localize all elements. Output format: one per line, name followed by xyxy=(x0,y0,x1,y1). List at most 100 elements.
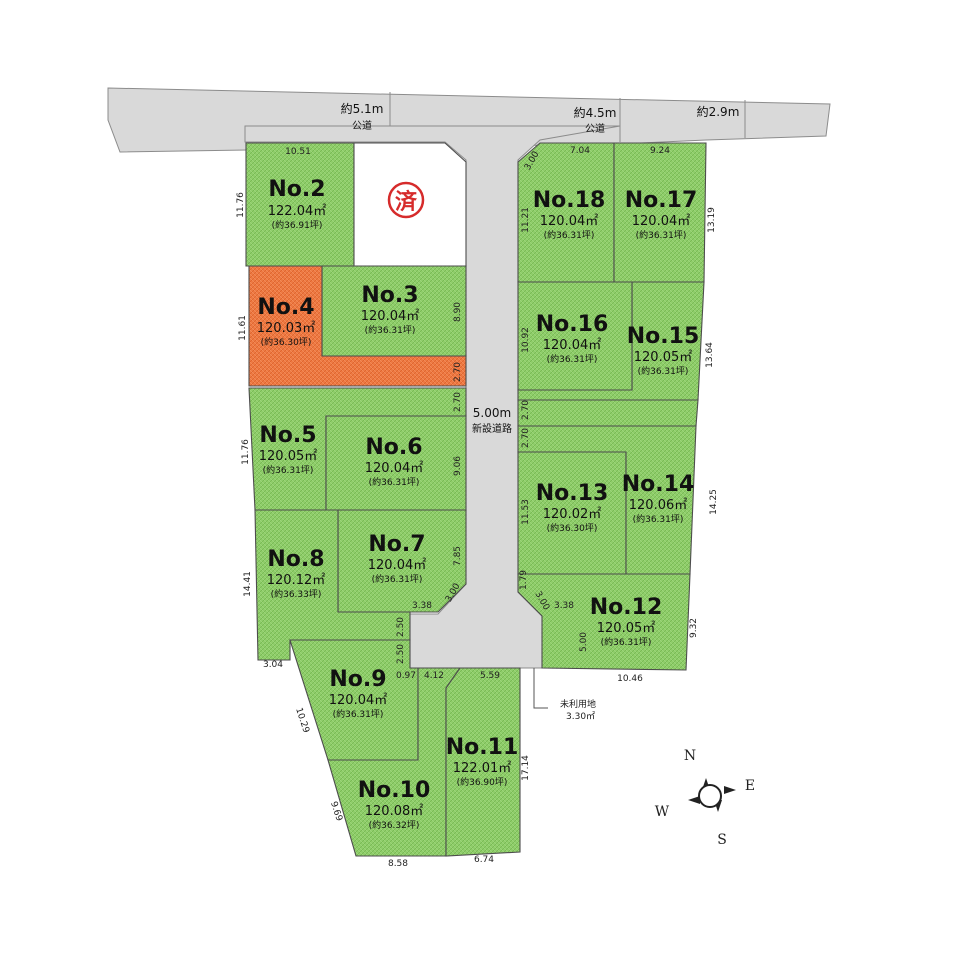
dim-label: 10.92 xyxy=(521,327,531,353)
dim-label: 13.19 xyxy=(707,207,717,233)
dim-label: 10.46 xyxy=(617,674,643,684)
svg-text:(約36.31坪): (約36.31坪) xyxy=(333,708,384,720)
dim-label: 3.04 xyxy=(263,660,283,670)
svg-text:(約36.33坪): (約36.33坪) xyxy=(271,588,322,600)
dim-label: 1.79 xyxy=(519,570,529,590)
svg-text:No.18: No.18 xyxy=(533,188,606,213)
dim-label: 9.06 xyxy=(453,456,463,476)
svg-text:(約36.30坪): (約36.30坪) xyxy=(547,522,598,534)
lot-2-label: No.2 122.04㎡(約36.91坪) xyxy=(268,177,327,231)
lot-11[interactable] xyxy=(445,667,521,857)
dim-label: 8.90 xyxy=(453,302,463,322)
svg-text:120.12㎡: 120.12㎡ xyxy=(267,573,326,588)
lot-18[interactable] xyxy=(517,142,615,283)
dim-label: 5.59 xyxy=(480,671,500,681)
dim-label: 5.00 xyxy=(579,632,589,652)
dim-label: 9.32 xyxy=(689,618,699,638)
dim-label: 11.76 xyxy=(236,192,246,218)
svg-text:No.14: No.14 xyxy=(622,472,695,497)
dim-label: 6.74 xyxy=(474,855,494,865)
dim-label: 2.70 xyxy=(453,392,463,412)
svg-text:120.04㎡: 120.04㎡ xyxy=(368,558,427,573)
svg-text:122.04㎡: 122.04㎡ xyxy=(268,204,327,219)
unused-land-area: 3.30㎡ xyxy=(566,711,595,722)
compass-n: N xyxy=(684,748,696,764)
svg-text:(約36.31坪): (約36.31坪) xyxy=(547,353,598,365)
svg-text:120.05㎡: 120.05㎡ xyxy=(634,350,693,365)
dim-label: 2.50 xyxy=(396,644,406,664)
svg-text:122.01㎡: 122.01㎡ xyxy=(453,761,512,776)
svg-text:(約36.31坪): (約36.31坪) xyxy=(369,476,420,488)
sold-stamp: 済 xyxy=(387,181,425,219)
svg-text:120.04㎡: 120.04㎡ xyxy=(540,214,599,229)
road2-width: 約4.5m xyxy=(574,105,617,120)
svg-text:(約36.31坪): (約36.31坪) xyxy=(633,513,684,525)
road2-name: 公道 xyxy=(585,122,605,135)
dim-label: 2.70 xyxy=(521,428,531,448)
dim-label: 10.51 xyxy=(285,147,311,157)
lot-1-sold xyxy=(353,142,467,267)
svg-text:120.04㎡: 120.04㎡ xyxy=(361,309,420,324)
svg-text:No.3: No.3 xyxy=(361,283,418,308)
dim-label: 9.24 xyxy=(650,146,670,156)
new-road-width: 5.00m xyxy=(473,406,511,420)
svg-text:120.08㎡: 120.08㎡ xyxy=(365,804,424,819)
svg-text:No.5: No.5 xyxy=(259,423,316,448)
svg-text:120.04㎡: 120.04㎡ xyxy=(632,214,691,229)
svg-text:120.03㎡: 120.03㎡ xyxy=(257,321,316,336)
dim-label: 14.41 xyxy=(243,571,253,597)
dim-label: 14.25 xyxy=(709,489,719,515)
svg-text:No.4: No.4 xyxy=(257,295,314,320)
svg-text:(約36.31坪): (約36.31坪) xyxy=(636,229,687,241)
dim-label: 2.70 xyxy=(453,362,463,382)
compass-s: S xyxy=(717,832,727,848)
new-road-name: 新設道路 xyxy=(472,422,512,435)
dim-label: 0.97 xyxy=(396,671,416,681)
dim-label: 11.76 xyxy=(241,439,251,465)
lot-17[interactable] xyxy=(613,142,707,283)
road3-width: 約2.9m xyxy=(697,104,740,119)
svg-text:(約36.31坪): (約36.31坪) xyxy=(544,229,595,241)
dim-label: 13.64 xyxy=(705,342,715,368)
svg-text:No.9: No.9 xyxy=(329,667,386,692)
svg-text:No.13: No.13 xyxy=(536,481,609,506)
svg-text:No.2: No.2 xyxy=(268,177,325,202)
svg-text:No.10: No.10 xyxy=(358,778,431,803)
lot-4[interactable] xyxy=(248,265,467,387)
road1-width: 約5.1m xyxy=(341,101,384,116)
dim-label: 7.04 xyxy=(570,146,590,156)
svg-text:No.15: No.15 xyxy=(627,324,700,349)
unused-land-name: 未利用地 xyxy=(560,698,596,710)
svg-text:No.6: No.6 xyxy=(365,435,422,460)
svg-text:120.06㎡: 120.06㎡ xyxy=(629,498,688,513)
svg-text:(約36.91坪): (約36.91坪) xyxy=(272,219,323,231)
svg-text:120.02㎡: 120.02㎡ xyxy=(543,507,602,522)
svg-text:(約36.31坪): (約36.31坪) xyxy=(365,324,416,336)
svg-text:(約36.31坪): (約36.31坪) xyxy=(638,365,689,377)
dim-label: 11.53 xyxy=(521,499,531,525)
svg-text:120.04㎡: 120.04㎡ xyxy=(365,461,424,476)
svg-text:(約36.90坪): (約36.90坪) xyxy=(457,776,508,788)
svg-text:(約36.31坪): (約36.31坪) xyxy=(601,636,652,648)
sold-mark: 済 xyxy=(395,189,418,215)
compass-e: E xyxy=(745,778,755,794)
svg-text:No.11: No.11 xyxy=(446,735,519,760)
svg-text:No.17: No.17 xyxy=(625,188,698,213)
unused-land-callout: 未利用地 3.30㎡ xyxy=(533,668,596,722)
svg-text:120.05㎡: 120.05㎡ xyxy=(259,449,318,464)
